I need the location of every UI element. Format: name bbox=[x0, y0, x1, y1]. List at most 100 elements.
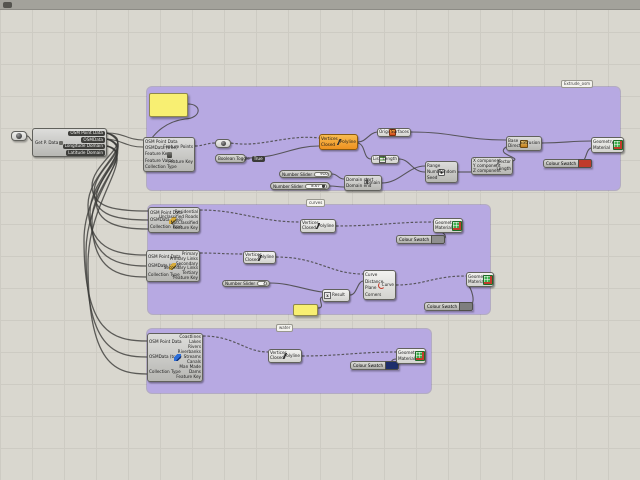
group-tag-roads[interactable]: curves bbox=[306, 199, 326, 207]
number-slider-range-end[interactable]: Number Slider 8.67 bbox=[270, 182, 330, 190]
port-label[interactable]: Feature Points bbox=[163, 143, 193, 149]
port-label[interactable]: Range bbox=[427, 162, 441, 168]
toggle-value[interactable]: True bbox=[251, 155, 265, 162]
boolean-toggle[interactable]: Boolean Toggle True bbox=[215, 154, 265, 163]
slider-track[interactable]: 8.67 bbox=[305, 183, 327, 189]
port-label[interactable]: Collection Type bbox=[148, 272, 180, 278]
port-label[interactable]: Lakes bbox=[189, 339, 201, 345]
port-label[interactable]: Dams bbox=[188, 369, 201, 375]
port-label[interactable]: Curve bbox=[365, 272, 378, 278]
port-label[interactable]: Vertices bbox=[302, 220, 319, 226]
port-label[interactable]: Curve bbox=[381, 281, 394, 287]
port-label[interactable]: Geometry bbox=[593, 138, 614, 144]
port-label[interactable]: Collection Type bbox=[149, 369, 181, 375]
port-label[interactable]: Streams bbox=[183, 354, 201, 360]
port-label[interactable]: Material bbox=[398, 355, 416, 361]
port-label[interactable]: Secondary bbox=[175, 260, 198, 266]
port-label[interactable]: Geometry bbox=[435, 219, 456, 225]
port-label[interactable]: OSM Point Data bbox=[150, 209, 183, 215]
port-label[interactable]: Feature Key bbox=[176, 374, 201, 380]
port-label[interactable]: OSMData (tree) bbox=[150, 216, 183, 222]
point-param[interactable] bbox=[215, 139, 231, 148]
port-label[interactable]: Polyline bbox=[317, 222, 334, 228]
port-label[interactable]: Rivers bbox=[187, 344, 201, 350]
port-label[interactable]: Feature Key bbox=[168, 159, 193, 165]
port-label[interactable]: NotClassified bbox=[170, 219, 198, 225]
port-label[interactable]: Secondary Links bbox=[163, 265, 198, 271]
port-label[interactable]: Feature Key bbox=[173, 274, 198, 280]
port-label[interactable]: OSM Point Data bbox=[148, 253, 181, 259]
port-label[interactable]: Direction bbox=[508, 143, 527, 149]
expression-node[interactable]: x Result bbox=[322, 289, 350, 302]
panel-note-small[interactable] bbox=[293, 304, 318, 316]
port-label[interactable]: OSMData (tree) bbox=[149, 354, 182, 360]
port-label[interactable]: Unclassified Roads bbox=[158, 214, 198, 220]
port-label[interactable]: Collection Type bbox=[150, 224, 182, 230]
port-label[interactable]: Domain bbox=[363, 179, 380, 185]
port-label[interactable]: Closed bbox=[245, 256, 260, 262]
port-label[interactable]: Extrusion bbox=[520, 140, 540, 146]
group-tag-buildings[interactable]: Extrude_osm bbox=[561, 80, 594, 88]
port-label[interactable]: Domain end bbox=[346, 182, 372, 188]
port-label[interactable]: List bbox=[373, 156, 381, 162]
port-label[interactable]: Origin bbox=[379, 129, 392, 135]
port-label[interactable]: Y component bbox=[473, 162, 501, 168]
port-label[interactable]: Random bbox=[438, 168, 456, 174]
port-label[interactable]: Longitude Domain bbox=[62, 143, 105, 150]
slider-knob[interactable] bbox=[321, 184, 325, 188]
port-label[interactable]: Latitude Domain bbox=[66, 149, 105, 156]
port-label[interactable]: Coastlines bbox=[179, 334, 201, 340]
port-label[interactable]: Seed bbox=[427, 174, 438, 180]
colour-swatch-water[interactable]: Colour Swatch bbox=[350, 361, 400, 370]
list-length-node[interactable]: List Length bbox=[371, 155, 399, 164]
slider-track[interactable]: 4.400 bbox=[257, 281, 267, 286]
port-label[interactable]: Plane bbox=[365, 285, 377, 291]
port-label[interactable]: Feature Key bbox=[173, 225, 198, 231]
port-label[interactable]: Polyline bbox=[283, 352, 300, 358]
port-label[interactable]: Length bbox=[382, 156, 397, 162]
slider-track[interactable]: 916 bbox=[314, 171, 329, 177]
swatch-color[interactable] bbox=[431, 235, 446, 244]
port-label[interactable]: Material bbox=[468, 279, 486, 285]
panel-note[interactable] bbox=[149, 93, 188, 117]
port-label[interactable]: Domain start bbox=[346, 176, 374, 182]
swatch-color[interactable] bbox=[578, 159, 593, 168]
port-label[interactable]: Primary Links bbox=[169, 255, 198, 261]
port-label[interactable]: Geometry bbox=[398, 349, 419, 355]
colour-swatch-buildings[interactable]: Colour Swatch bbox=[543, 159, 593, 168]
swatch-color[interactable] bbox=[385, 361, 400, 370]
location-param[interactable] bbox=[11, 131, 27, 141]
group-tag-water[interactable]: water bbox=[276, 324, 294, 332]
port-label[interactable]: X component bbox=[473, 158, 501, 164]
port-label[interactable]: Base bbox=[508, 137, 519, 143]
port-label[interactable]: Material bbox=[435, 225, 453, 231]
colour-swatch-roads-minor[interactable]: Colour Swatch bbox=[396, 235, 446, 244]
swatch-color[interactable] bbox=[459, 302, 474, 311]
port-label[interactable]: Feature Value bbox=[145, 157, 174, 163]
port-label[interactable]: Man Made bbox=[179, 364, 201, 370]
port-label[interactable]: OSMData (tree) bbox=[145, 145, 178, 151]
port-label[interactable]: Feature Key bbox=[145, 151, 170, 157]
port-label[interactable]: Vertices bbox=[270, 350, 287, 356]
port-label[interactable]: Number bbox=[427, 168, 444, 174]
port-label[interactable]: Geometry bbox=[468, 273, 489, 279]
port-label[interactable]: Z component bbox=[473, 167, 501, 173]
port-label[interactable]: OSMData bbox=[81, 136, 105, 143]
port-label[interactable]: Collection Type bbox=[145, 163, 177, 169]
port-label[interactable]: Tertiary bbox=[182, 269, 198, 275]
number-slider-range[interactable]: Number Slider 916 bbox=[279, 170, 332, 178]
